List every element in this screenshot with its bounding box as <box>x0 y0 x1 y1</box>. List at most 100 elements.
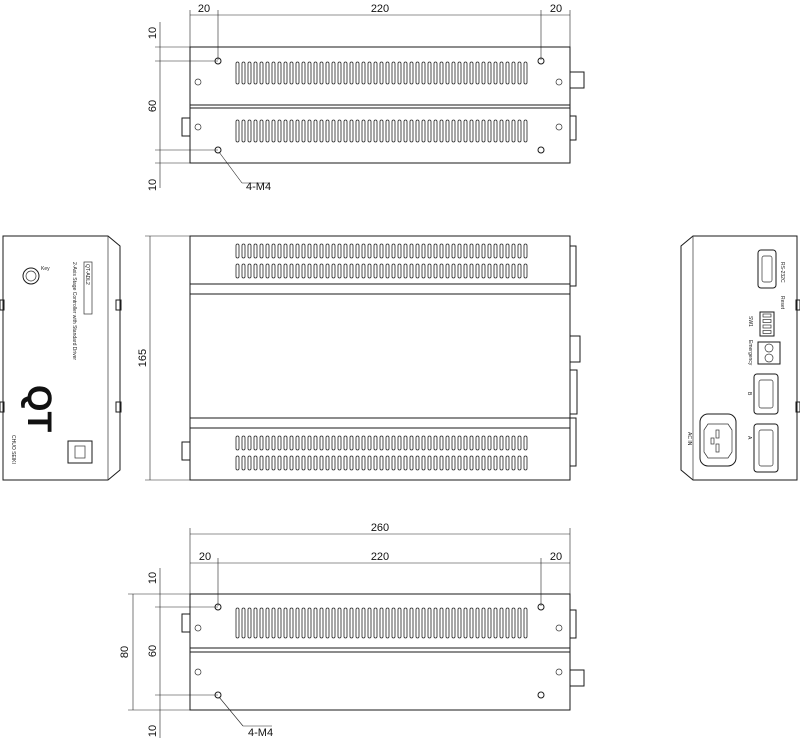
vent-slot <box>247 61 252 85</box>
vent-slot <box>397 61 402 85</box>
vent-slot <box>283 243 288 259</box>
vent-slot <box>427 119 432 143</box>
vent-slot <box>511 263 516 279</box>
dim-bottom-10-lower: 10 <box>147 725 159 737</box>
vent-slot <box>457 435 462 451</box>
vent-slot <box>475 435 480 451</box>
vent-slot <box>331 455 336 471</box>
vent-slot <box>409 119 414 143</box>
reset-label: Reset <box>779 296 785 310</box>
vent-slot <box>493 243 498 259</box>
vent-slot <box>337 607 342 639</box>
vent-slot <box>253 61 258 85</box>
power-switch[interactable] <box>67 440 93 464</box>
vent-slot <box>241 263 246 279</box>
vent-slot <box>523 455 528 471</box>
vent-slot <box>277 607 282 639</box>
dim-bottom-80: 80 <box>119 646 131 658</box>
front-view: 165 <box>137 235 581 481</box>
vent-slot <box>505 455 510 471</box>
vent-slot <box>373 61 378 85</box>
vent-slot <box>337 263 342 279</box>
vent-slot <box>433 263 438 279</box>
vent-slot <box>295 243 300 259</box>
vent-slot <box>253 243 258 259</box>
vent-slot <box>325 61 330 85</box>
vent-slot <box>235 119 240 143</box>
vent-slot <box>463 61 468 85</box>
vent-slot <box>241 435 246 451</box>
vent-slot <box>451 455 456 471</box>
vent-slot <box>319 455 324 471</box>
vent-slot <box>367 263 372 279</box>
maker-label: CHUO SEIKI <box>10 435 16 464</box>
rs232c-port[interactable] <box>757 249 777 289</box>
sw1-dip-switch[interactable] <box>759 311 775 337</box>
vent-slot <box>493 119 498 143</box>
vent-slot <box>265 607 270 639</box>
vent-slot <box>379 119 384 143</box>
vent-slot <box>247 435 252 451</box>
vent-slot <box>373 243 378 259</box>
axis-b-connector[interactable] <box>753 373 779 415</box>
vent-slot <box>451 607 456 639</box>
vent-slot <box>325 455 330 471</box>
vent-slot <box>391 243 396 259</box>
screw-callout-bottom: 4-M4 <box>248 727 273 739</box>
vent-slot <box>487 263 492 279</box>
vent-slot <box>331 243 336 259</box>
vent-slot <box>505 243 510 259</box>
vent-slot <box>319 243 324 259</box>
vent-slot <box>307 243 312 259</box>
vent-slot <box>487 119 492 143</box>
vent-slot <box>271 119 276 143</box>
vent-slot <box>409 61 414 85</box>
vent-slot <box>427 61 432 85</box>
vent-slot <box>499 607 504 639</box>
vent-slot <box>385 263 390 279</box>
vent-slot <box>379 435 384 451</box>
vent-slot <box>499 263 504 279</box>
vent-slot <box>331 119 336 143</box>
vent-slot <box>313 455 318 471</box>
axis-a-connector[interactable] <box>753 423 779 473</box>
vent-slot <box>475 455 480 471</box>
vent-slot <box>481 435 486 451</box>
vent-slot <box>469 263 474 279</box>
vent-slot <box>469 61 474 85</box>
vent-slot <box>475 119 480 143</box>
vent-slot <box>475 263 480 279</box>
vent-slot <box>457 243 462 259</box>
vent-slot <box>301 243 306 259</box>
vent-slot <box>517 61 522 85</box>
vent-slot <box>415 455 420 471</box>
vent-slot <box>481 119 486 143</box>
vent-slot <box>487 243 492 259</box>
vent-slot <box>523 263 528 279</box>
vent-slot <box>295 119 300 143</box>
vent-slot <box>355 455 360 471</box>
vent-slot <box>367 61 372 85</box>
vent-slot <box>265 61 270 85</box>
vent-slot <box>283 435 288 451</box>
ac-inlet[interactable] <box>699 413 737 467</box>
vent-slot <box>463 435 468 451</box>
vent-slot <box>295 61 300 85</box>
vent-slot <box>433 607 438 639</box>
vent-slot <box>271 455 276 471</box>
vent-slot <box>379 263 384 279</box>
vent-slot <box>391 61 396 85</box>
vent-slot <box>235 263 240 279</box>
vent-slot <box>463 455 468 471</box>
vent-slot <box>499 243 504 259</box>
vent-slot <box>403 243 408 259</box>
vent-slot <box>289 607 294 639</box>
vent-slot <box>385 243 390 259</box>
dip-pin <box>762 324 772 329</box>
emergency-terminal[interactable] <box>757 341 781 365</box>
vent-slot <box>451 243 456 259</box>
vent-slot <box>433 435 438 451</box>
emergency-label: Emergency <box>747 340 753 366</box>
vent-slot <box>259 607 264 639</box>
vent-slot <box>325 263 330 279</box>
